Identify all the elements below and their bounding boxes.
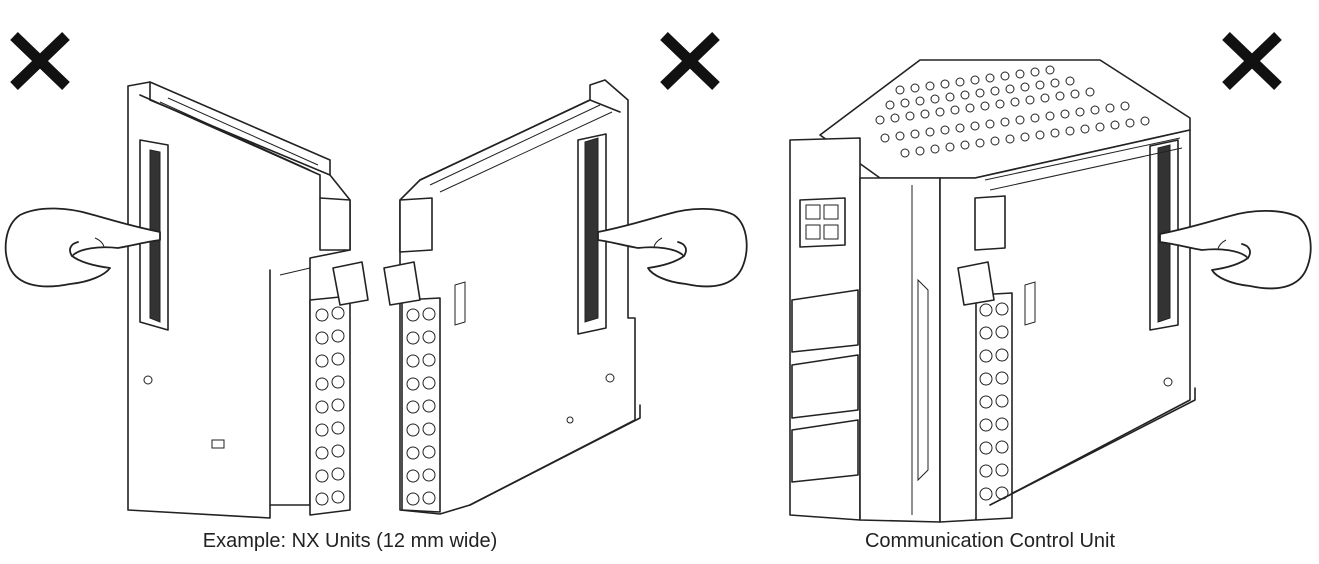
caption-nx-units: Example: NX Units (12 mm wide) (202, 530, 498, 552)
terminal-holes (315, 306, 345, 506)
hand-icon (4, 207, 161, 288)
hand-icon (597, 208, 748, 288)
prohibited-x-icon (10, 32, 70, 90)
caption-communication-control-unit: Communication Control Unit (864, 530, 1116, 552)
terminal-holes (406, 307, 436, 506)
hand-icon (1159, 210, 1312, 290)
vent-grid (875, 65, 1150, 158)
terminal-holes (979, 302, 1009, 501)
prohibited-x-icon (660, 32, 720, 90)
prohibited-x-icon (1222, 32, 1282, 90)
communication-control-unit (789, 59, 1196, 523)
nx-unit-left (127, 81, 369, 519)
nx-unit-middle (383, 79, 641, 515)
